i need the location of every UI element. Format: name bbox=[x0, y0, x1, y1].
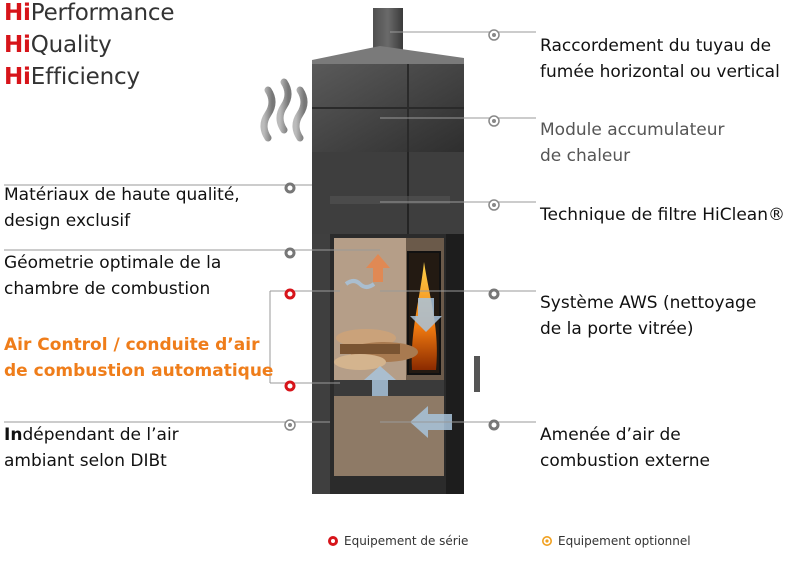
label-line: Matériaux de haute qualité, bbox=[4, 185, 240, 205]
flue-pipe bbox=[373, 8, 403, 52]
label-aws: Système AWS (nettoyage de la porte vitré… bbox=[540, 290, 756, 342]
leader-lines bbox=[4, 31, 536, 423]
label-line: ambiant selon DIBt bbox=[4, 451, 167, 471]
marker-aws bbox=[488, 285, 500, 304]
legend-option: Equipement optionnel bbox=[542, 534, 691, 548]
tagline-rest: Efficiency bbox=[30, 64, 140, 90]
label-line: Raccordement du tuyau de bbox=[540, 36, 772, 56]
label-line: de chaleur bbox=[540, 146, 631, 166]
label-raccordement: Raccordement du tuyau de fumée horizonta… bbox=[540, 33, 780, 85]
tagline-efficiency: HiEfficiency bbox=[4, 61, 140, 93]
tagline-hi: Hi bbox=[4, 64, 31, 90]
label-line: combustion externe bbox=[540, 451, 710, 471]
marker-filtre bbox=[488, 196, 500, 215]
marker-raccordement bbox=[488, 26, 500, 45]
label-line: Technique de filtre HiClean® bbox=[540, 205, 785, 225]
tagline-rest: Quality bbox=[30, 32, 112, 58]
marker-aircontrol-bottom bbox=[284, 377, 296, 396]
label-bold-prefix: In bbox=[4, 425, 23, 445]
label-filtre: Technique de filtre HiClean® bbox=[540, 202, 785, 228]
tagline-rest: Performance bbox=[30, 0, 175, 26]
tagline-quality: HiQuality bbox=[4, 29, 112, 61]
label-line: Air Control / conduite d’air bbox=[4, 335, 260, 355]
marker-module bbox=[488, 112, 500, 131]
marker-amenee bbox=[488, 416, 500, 435]
marker-aircontrol-top bbox=[284, 285, 296, 304]
label-line: Amenée d’air de bbox=[540, 425, 681, 445]
heat-waves-icon bbox=[260, 78, 308, 142]
legend-option-label: Equipement optionnel bbox=[558, 534, 691, 548]
tagline-performance: HiPerformance bbox=[4, 0, 174, 29]
legend-serie: Equipement de série bbox=[328, 534, 468, 548]
label-independant: Indépendant de l’air ambiant selon DIBt bbox=[4, 422, 179, 474]
door-handle bbox=[474, 356, 480, 392]
airflow-arrows-icon bbox=[344, 254, 452, 438]
label-text: dépendant de l’air bbox=[22, 425, 179, 445]
label-line: Géometrie optimale de la bbox=[4, 253, 222, 273]
legend-serie-label: Equipement de série bbox=[344, 534, 469, 548]
filter-block bbox=[312, 152, 464, 234]
label-line: chambre de combustion bbox=[4, 279, 211, 299]
label-amenee: Amenée d’air de combustion externe bbox=[540, 422, 710, 474]
label-line: design exclusif bbox=[4, 211, 131, 231]
label-line: fumée horizontal ou vertical bbox=[540, 62, 780, 82]
label-geometrie: Géometrie optimale de la chambre de comb… bbox=[4, 250, 221, 302]
marker-independant bbox=[284, 416, 296, 435]
tagline-hi: Hi bbox=[4, 0, 31, 26]
label-aircontrol: Air Control / conduite d’air de combusti… bbox=[4, 332, 273, 384]
label-line: Module accumulateur bbox=[540, 120, 725, 140]
marker-materiaux bbox=[284, 179, 296, 198]
tagline-hi: Hi bbox=[4, 32, 31, 58]
label-materiaux: Matériaux de haute qualité, design exclu… bbox=[4, 182, 240, 234]
label-line: de la porte vitrée) bbox=[540, 319, 694, 339]
label-line: Système AWS (nettoyage bbox=[540, 293, 757, 313]
label-line: Indépendant de l’air bbox=[4, 422, 179, 448]
option-marker-icon bbox=[542, 536, 552, 546]
marker-geometrie bbox=[284, 244, 296, 263]
logs bbox=[334, 329, 418, 370]
serie-marker-icon bbox=[328, 536, 338, 546]
label-module: Module accumulateur de chaleur bbox=[540, 117, 724, 169]
top-plate bbox=[312, 46, 464, 68]
label-line: de combustion automatique bbox=[4, 361, 274, 381]
